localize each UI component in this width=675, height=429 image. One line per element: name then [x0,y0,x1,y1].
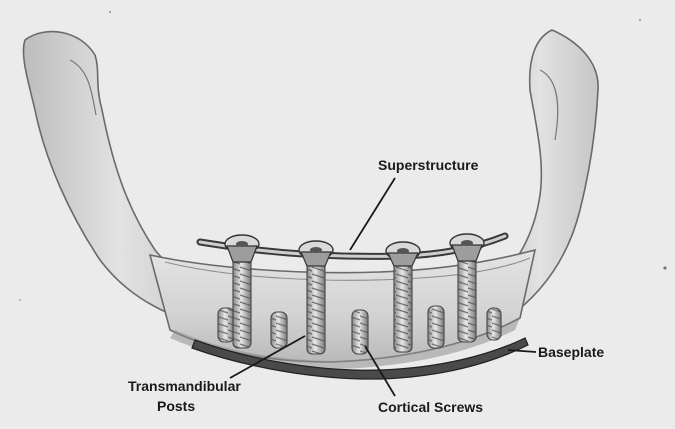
transmandibular-label-line2: Posts [157,398,195,414]
transmandibular-label-line1: Transmandibular [128,378,241,394]
baseplate-label: Baseplate [538,344,604,360]
cortical-screws-label: Cortical Screws [378,399,483,415]
superstructure-label: Superstructure [378,157,479,173]
